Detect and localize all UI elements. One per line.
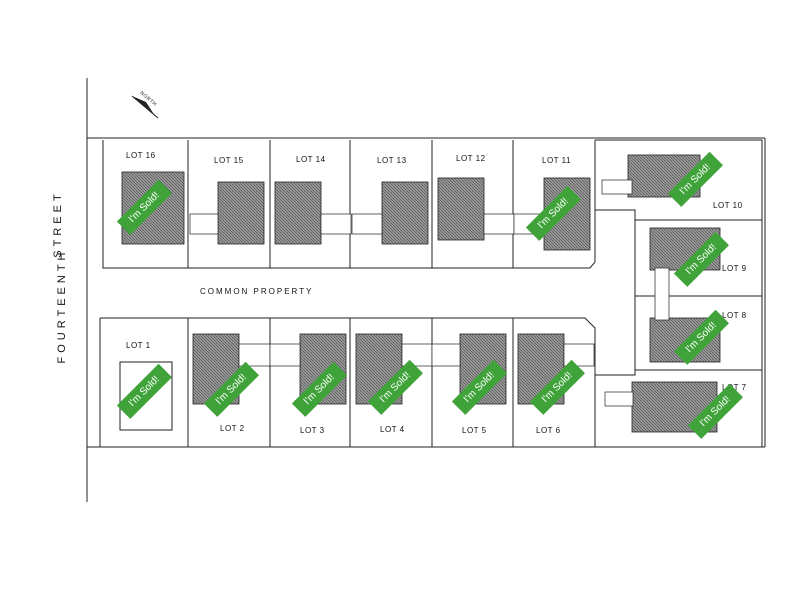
lot12-label: LOT 12 [456,154,486,163]
lot7-label: LOT 7 [722,383,747,392]
lot2-label: LOT 2 [220,424,245,433]
lot1-label: LOT 1 [126,341,151,350]
lot13-label: LOT 13 [377,156,407,165]
lot5-label: LOT 5 [462,426,487,435]
house-lot15 [217,181,265,245]
lot9-label: LOT 9 [722,264,747,273]
house-lot12 [437,177,485,241]
lot8-label: LOT 8 [722,311,747,320]
lot1-building-envelope [119,361,173,431]
common-property-label: COMMON PROPERTY [200,287,314,296]
lot15-label: LOT 15 [214,156,244,165]
top-row-outline [102,140,596,269]
street-name-street: STREET [52,190,64,258]
north-arrow-icon [131,95,159,119]
lot10-label: LOT 10 [713,201,743,210]
lot11-label: LOT 11 [542,156,571,165]
lot3-label: LOT 3 [300,426,325,435]
lot16-label: LOT 16 [126,151,156,160]
bottom-row-outline [100,317,596,447]
house-lot13 [381,181,429,245]
lot6-label: LOT 6 [536,426,561,435]
lot4-label: LOT 4 [380,425,405,434]
lot14-label: LOT 14 [296,155,326,164]
house-lot14 [274,181,322,245]
